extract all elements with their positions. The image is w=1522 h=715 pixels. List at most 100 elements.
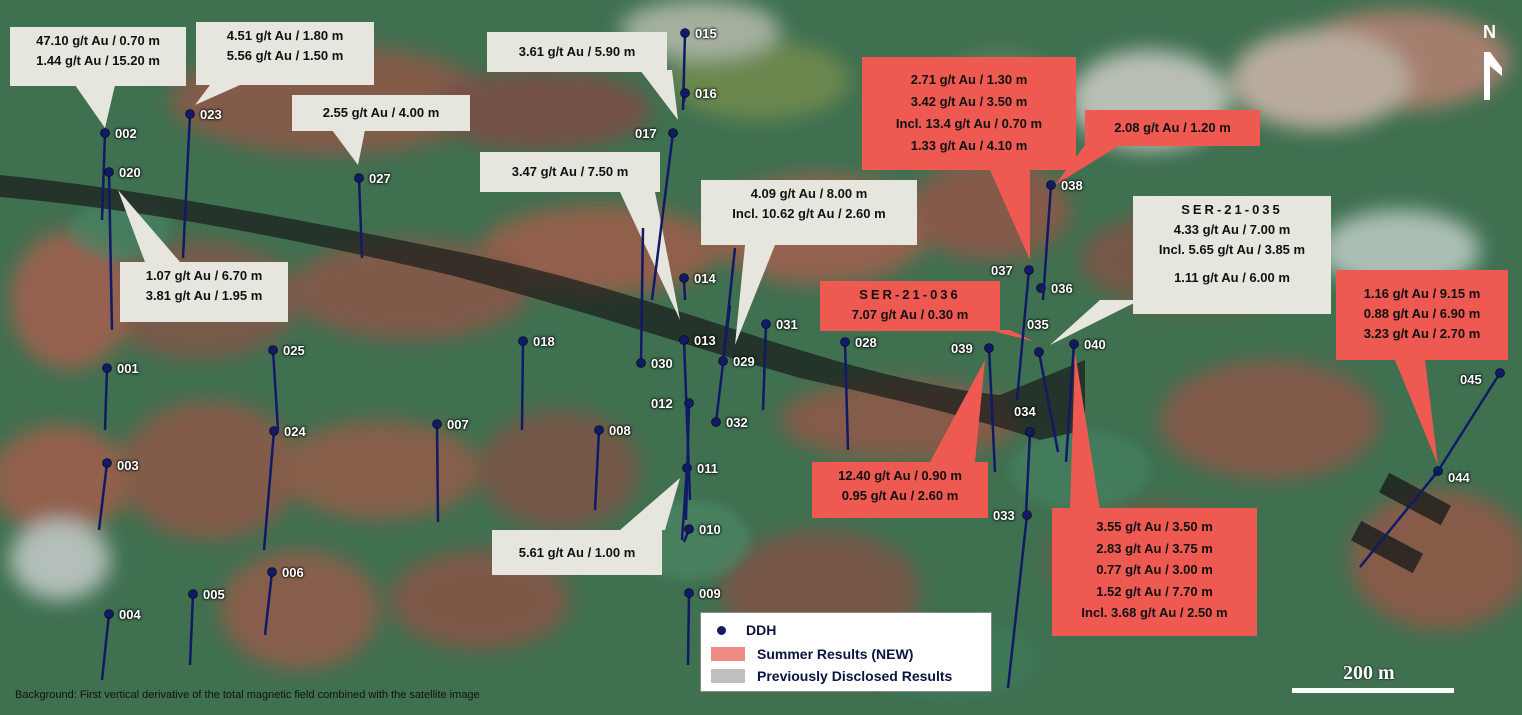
assay-line: 1.16 g/t Au / 9.15 m: [1363, 286, 1481, 301]
new-results-swatch: [711, 647, 745, 661]
assay-line: 3.55 g/t Au / 3.50 m: [1096, 519, 1213, 534]
hole-label-012: 012: [651, 396, 673, 411]
assay-line: 12.40 g/t Au / 0.90 m: [838, 468, 962, 483]
hole-collar-001[interactable]: [102, 363, 112, 373]
assay-line: 47.10 g/t Au / 0.70 m: [36, 33, 160, 48]
hole-trace-024: [262, 430, 276, 551]
hole-trace-045: [1436, 372, 1502, 472]
assay-line: 4.51 g/t Au / 1.80 m: [226, 28, 344, 43]
hole-label-029: 029: [733, 354, 755, 369]
assay-line: 3.47 g/t Au / 7.50 m: [511, 164, 629, 179]
hole-label-015: 015: [695, 26, 717, 41]
assay-line: 1.11 g/t Au / 6.00 m: [1174, 270, 1290, 285]
hole-label-030: 030: [651, 356, 673, 371]
hole-collar-005[interactable]: [188, 589, 198, 599]
hole-collar-015[interactable]: [680, 28, 690, 38]
hole-collar-004[interactable]: [104, 609, 114, 619]
north-label: N: [1483, 22, 1496, 42]
legend-item-ddh: DDH: [711, 621, 776, 639]
hole-label-007: 007: [447, 417, 469, 432]
hole-label-020: 020: [119, 165, 141, 180]
hole-collar-039[interactable]: [984, 343, 994, 353]
hole-collar-020[interactable]: [104, 167, 114, 177]
callout-hole-044: 1.16 g/t Au / 9.15 m 0.88 g/t Au / 6.90 …: [1336, 270, 1508, 360]
callout-hole-020: 1.07 g/t Au / 6.70 m 3.81 g/t Au / 1.95 …: [120, 262, 288, 322]
hole-trace-023: [181, 113, 192, 259]
hole-label-035: 035: [1027, 317, 1049, 332]
hole-label-031: 031: [776, 317, 798, 332]
legend-label: Summer Results (NEW): [757, 646, 914, 662]
callout-hole-037: 2.71 g/t Au / 1.30 m 3.42 g/t Au / 3.50 …: [862, 57, 1076, 170]
assay-line: 2.08 g/t Au / 1.20 m: [1114, 120, 1231, 135]
hole-label-004: 004: [119, 607, 141, 622]
hole-collar-034[interactable]: [1025, 427, 1035, 437]
hole-collar-028[interactable]: [840, 337, 850, 347]
hole-collar-003[interactable]: [102, 458, 112, 468]
hole-collar-025[interactable]: [268, 345, 278, 355]
hole-collar-030[interactable]: [636, 358, 646, 368]
hole-trace-020: [107, 171, 114, 331]
hole-collar-009[interactable]: [684, 588, 694, 598]
hole-label-025: 025: [283, 343, 305, 358]
hole-collar-002[interactable]: [100, 128, 110, 138]
hole-collar-007[interactable]: [432, 419, 442, 429]
callout-hole-030: 3.47 g/t Au / 7.50 m: [480, 152, 660, 192]
hole-trace-040: [1064, 343, 1076, 463]
hole-collar-031[interactable]: [761, 319, 771, 329]
hole-trace-027: [357, 177, 364, 259]
callout-hole-002: 47.10 g/t Au / 0.70 m 1.44 g/t Au / 15.2…: [10, 27, 186, 86]
assay-line: 1.33 g/t Au / 4.10 m: [910, 138, 1028, 153]
hole-collar-010[interactable]: [684, 524, 694, 534]
hole-label-037: 037: [991, 263, 1013, 278]
callout-hole-011: 5.61 g/t Au / 1.00 m: [492, 530, 662, 575]
hole-collar-008[interactable]: [594, 425, 604, 435]
hole-collar-038[interactable]: [1046, 180, 1056, 190]
hole-label-027: 027: [369, 171, 391, 186]
hole-collar-045[interactable]: [1495, 368, 1505, 378]
hole-collar-037[interactable]: [1024, 265, 1034, 275]
hole-collar-013[interactable]: [679, 335, 689, 345]
hole-label-014: 014: [694, 271, 716, 286]
assay-line: Incl. 5.65 g/t Au / 3.85 m: [1158, 242, 1306, 257]
hole-label-040: 040: [1084, 337, 1106, 352]
callout-title: SER-21-036: [859, 287, 961, 302]
hole-label-017: 017: [635, 126, 657, 141]
hole-collar-017[interactable]: [668, 128, 678, 138]
hole-trace-001: [103, 367, 109, 431]
hole-collar-024[interactable]: [269, 426, 279, 436]
hole-label-028: 028: [855, 335, 877, 350]
hole-trace-002: [100, 132, 107, 221]
legend-item-new: Summer Results (NEW): [711, 645, 913, 663]
hole-collar-040[interactable]: [1069, 339, 1079, 349]
hole-collar-027[interactable]: [354, 173, 364, 183]
legend-label: DDH: [746, 622, 777, 638]
hole-collar-016[interactable]: [680, 88, 690, 98]
assay-line: Incl. 13.4 g/t Au / 0.70 m: [895, 116, 1043, 131]
hole-collar-018[interactable]: [518, 336, 528, 346]
hole-collar-014[interactable]: [679, 273, 689, 283]
callout-hole-029: 4.09 g/t Au / 8.00 m Incl. 10.62 g/t Au …: [701, 180, 917, 245]
hole-collar-032[interactable]: [711, 417, 721, 427]
hole-trace-032: [714, 304, 732, 423]
assay-line: 2.71 g/t Au / 1.30 m: [910, 72, 1028, 87]
assay-line: 0.77 g/t Au / 3.00 m: [1096, 562, 1213, 577]
hole-trace-035: [1037, 351, 1060, 453]
callout-hole-023: 4.51 g/t Au / 1.80 m 5.56 g/t Au / 1.50 …: [196, 22, 374, 85]
previous-results-swatch: [711, 669, 745, 683]
callout-hole-017: 3.61 g/t Au / 5.90 m: [487, 32, 667, 72]
assay-line: 2.83 g/t Au / 3.75 m: [1096, 540, 1213, 556]
callout-hole-039: 12.40 g/t Au / 0.90 m 0.95 g/t Au / 2.60…: [812, 462, 988, 518]
hole-trace-006: [263, 571, 274, 636]
hole-label-024: 024: [284, 424, 306, 439]
hole-collar-035[interactable]: [1034, 347, 1044, 357]
assay-line: 3.42 g/t Au / 3.50 m: [910, 94, 1028, 109]
hole-label-011: 011: [697, 461, 718, 476]
background-caption: Background: First vertical derivative of…: [15, 689, 480, 701]
hole-label-016: 016: [695, 86, 717, 101]
hole-collar-023[interactable]: [185, 109, 195, 119]
magnetic-lineament: [0, 175, 1085, 440]
assay-line: 5.61 g/t Au / 1.00 m: [518, 545, 636, 560]
hole-collar-006[interactable]: [267, 567, 277, 577]
hole-trace-007: [435, 423, 440, 523]
